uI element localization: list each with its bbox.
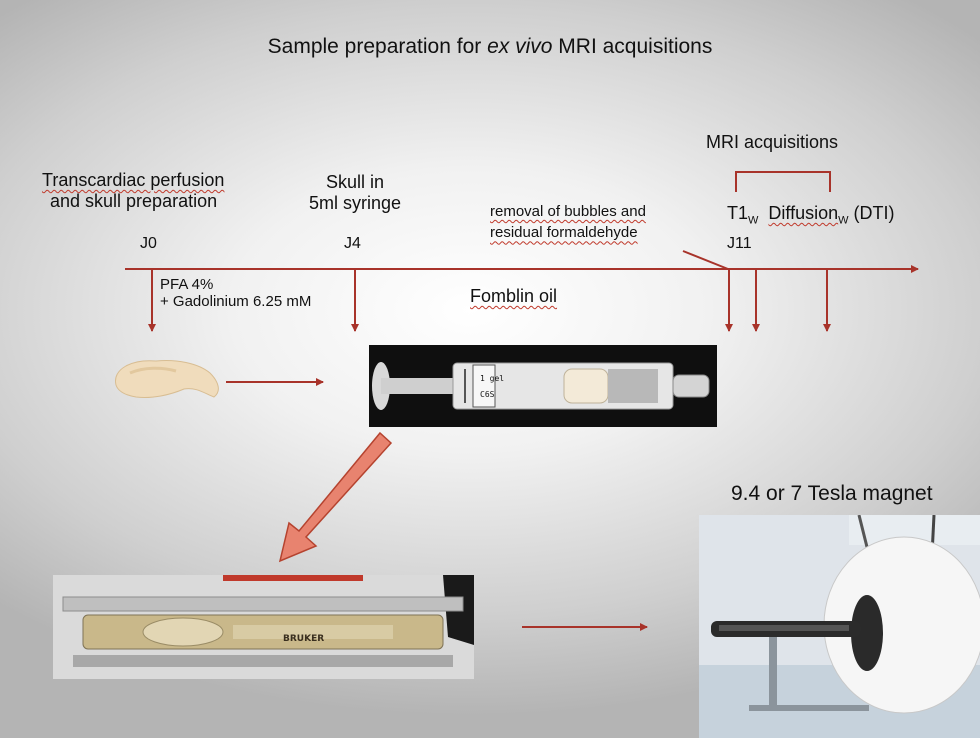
removal-label: removal of bubbles and residual formalde… xyxy=(490,203,646,242)
magnet-label: 9.4 or 7 Tesla magnet xyxy=(731,482,933,505)
mri-magnet-photo xyxy=(699,515,980,738)
syringe-label-line1: 1 gel xyxy=(480,374,504,383)
skull-sample-image xyxy=(115,360,219,398)
page-title: Sample preparation for ex vivo MRI acqui… xyxy=(267,35,713,58)
syringe-label-line2: C6S xyxy=(480,390,495,399)
block-arrow-syringe-to-holder xyxy=(278,431,393,563)
perfusion-label: Transcardiac perfusion and skull prepara… xyxy=(42,170,225,211)
mri-sequences: T1W DiffusionW (DTI) xyxy=(727,203,895,227)
mri-bracket xyxy=(735,171,831,192)
syringe-photo: 1 gel C6S xyxy=(369,345,717,427)
holder-brand-text: BRUKER xyxy=(283,634,324,644)
fomblin-oil-label: Fomblin oil xyxy=(470,286,558,306)
solution-label: PFA 4% + Gadolinium 6.25 mM xyxy=(160,276,312,311)
sample-holder-photo: BRUKER xyxy=(53,575,474,679)
day-j11: J11 xyxy=(727,235,752,252)
arrow-removal-diag xyxy=(682,250,729,270)
mri-acquisitions-header: MRI acquisitions xyxy=(706,132,839,152)
day-j0: J0 xyxy=(140,235,157,252)
day-j4: J4 xyxy=(344,235,361,252)
syringe-step-label: Skull in 5ml syringe xyxy=(308,172,402,213)
